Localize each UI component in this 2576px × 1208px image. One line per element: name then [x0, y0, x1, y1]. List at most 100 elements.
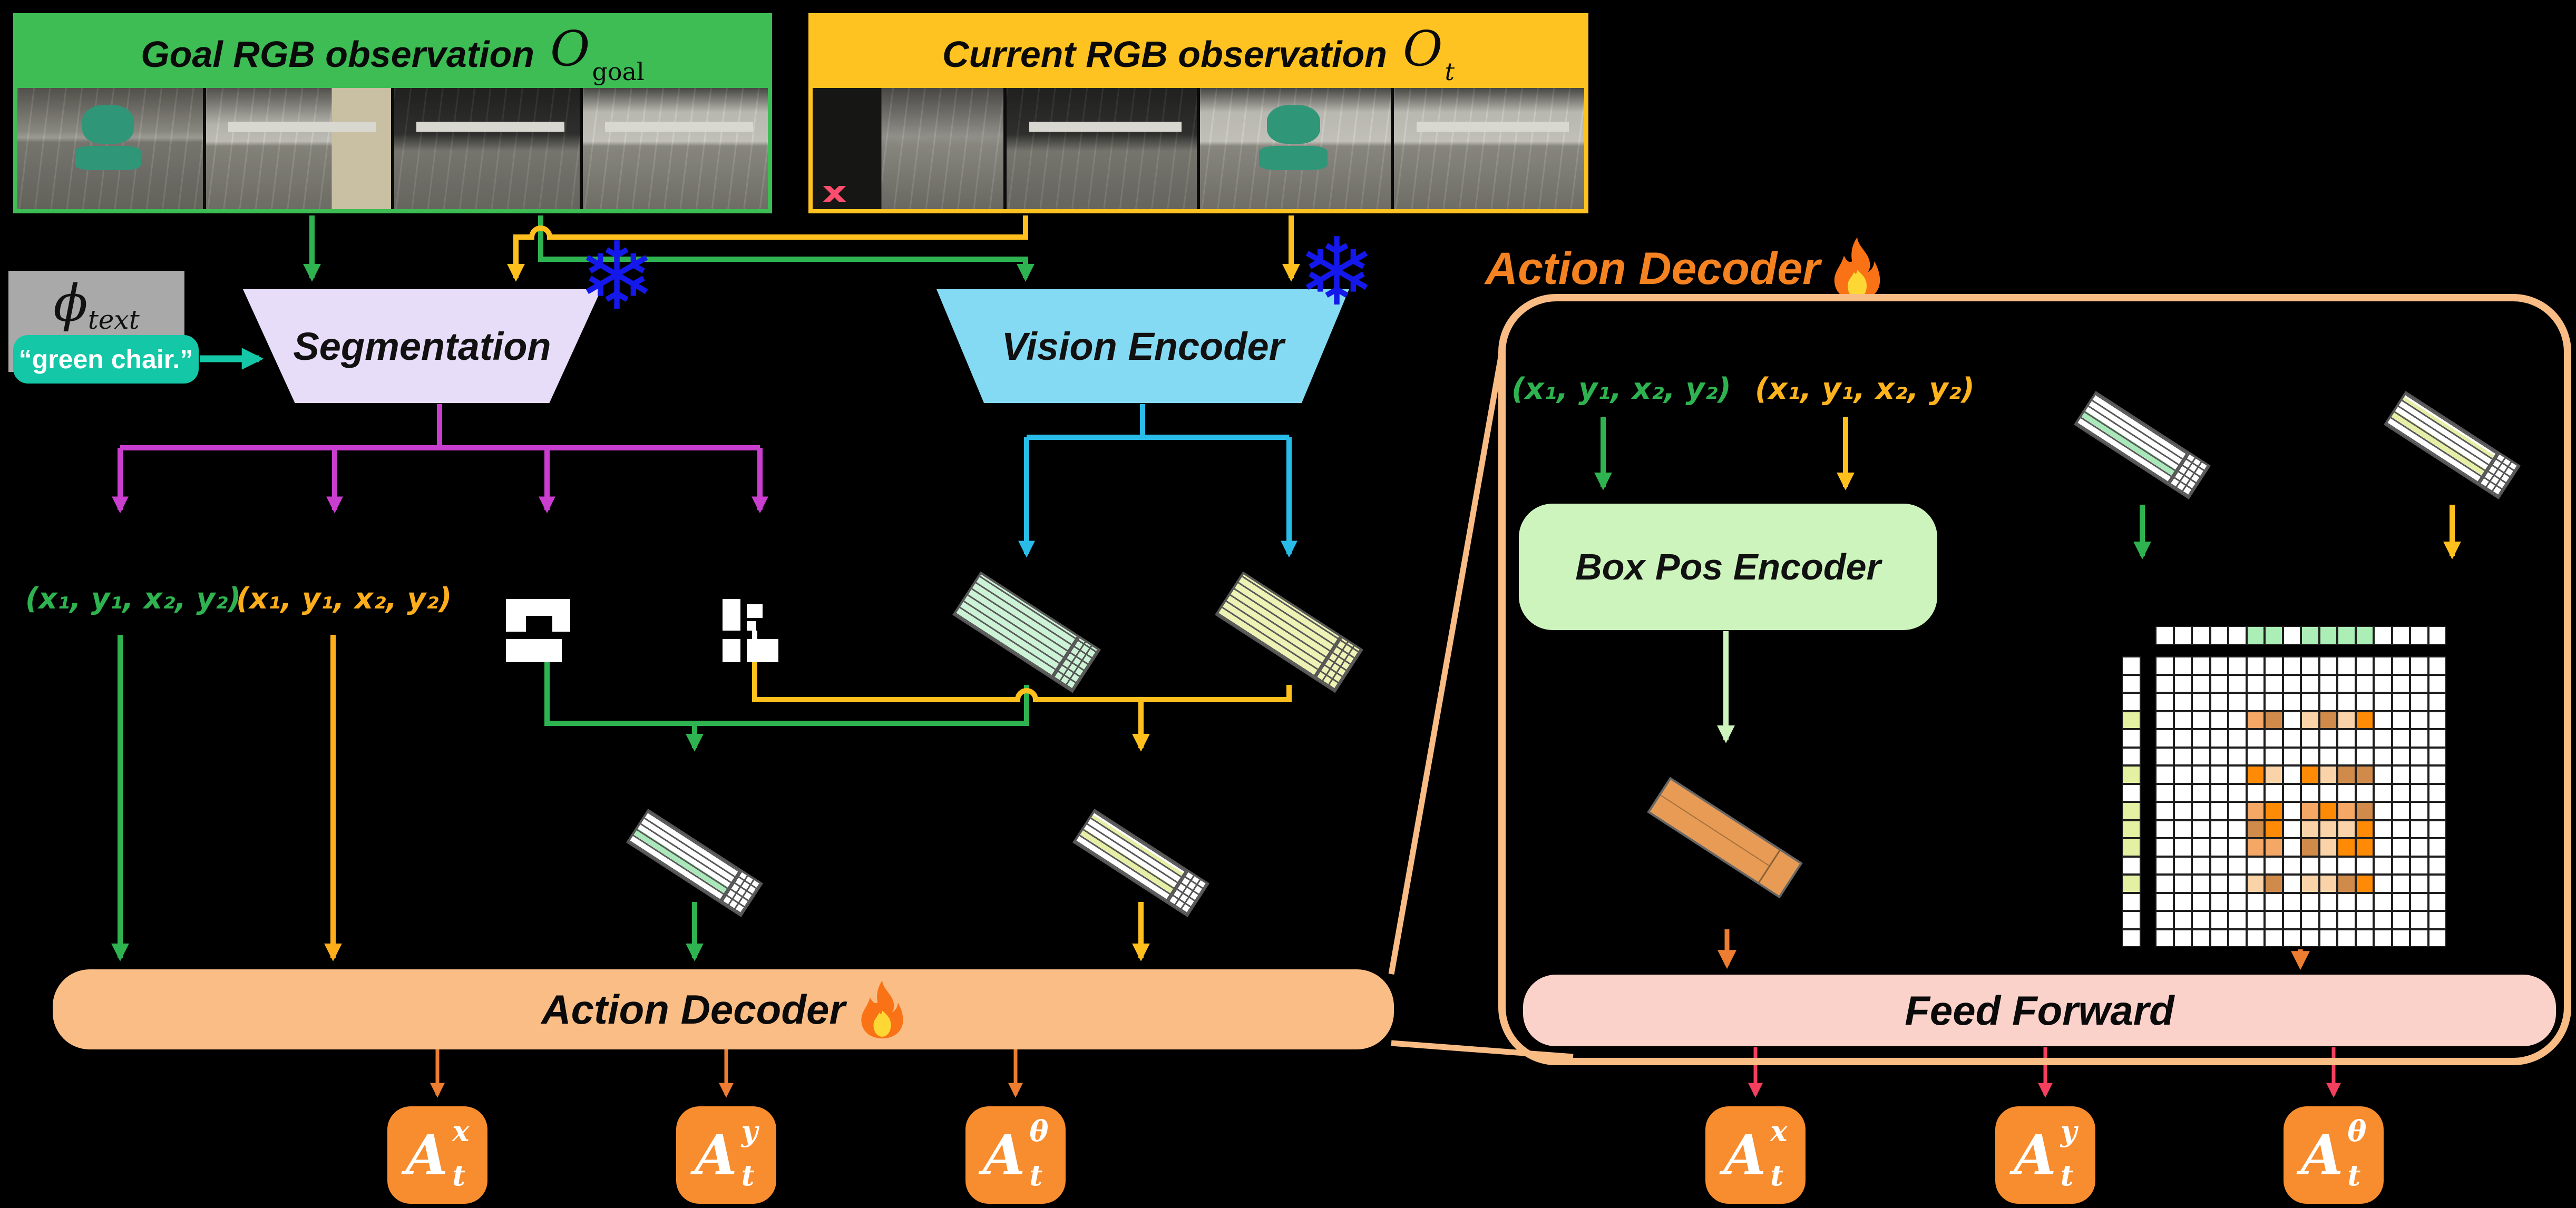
- frozen-snowflake-icon: ❄: [1297, 225, 1376, 319]
- attention-cell: [2392, 838, 2411, 857]
- attention-cell: [2374, 656, 2392, 675]
- attention-cell: [2174, 929, 2192, 948]
- attention-cell: [2210, 893, 2229, 911]
- attention-cell: [2301, 857, 2319, 875]
- action-output-x: A xt: [387, 1106, 487, 1204]
- current-image-4: [1394, 88, 1585, 209]
- attention-cell: [2410, 875, 2428, 893]
- attention-cell: [2155, 765, 2174, 784]
- attention-cell: [2319, 675, 2338, 693]
- attention-goal-token-strip: [2155, 626, 2446, 645]
- attention-cell: [2192, 911, 2210, 929]
- attention-cell: [2192, 802, 2210, 820]
- attention-cell: [2410, 929, 2428, 948]
- phi-subscript: text: [88, 305, 140, 335]
- attention-cell: [2319, 656, 2338, 675]
- attention-cell: [2210, 784, 2229, 802]
- fire-icon: [1832, 236, 1882, 302]
- connector-zoom-top: [1391, 354, 1501, 974]
- box-pos-encoder: Box Pos Encoder: [1519, 504, 1937, 630]
- attention-cell: [2428, 911, 2447, 929]
- attention-cell: [2392, 857, 2411, 875]
- attention-cell: [2228, 693, 2247, 711]
- current-image-2: [1007, 88, 1197, 209]
- frozen-snowflake-icon: ❄: [578, 230, 656, 323]
- attention-cell: [2301, 802, 2319, 820]
- attention-cell: [2428, 857, 2447, 875]
- current-token-cell: [2122, 857, 2141, 875]
- attention-cell: [2410, 838, 2428, 857]
- current-title-text: Current RGB observation: [942, 33, 1387, 75]
- current-token-cell: [2122, 693, 2141, 711]
- attention-cell: [2374, 784, 2392, 802]
- goal-title: Goal RGB observation Ogoal: [13, 21, 772, 88]
- attention-cell: [2265, 911, 2283, 929]
- attention-cell: [2392, 875, 2411, 893]
- attention-current-token-strip: [2122, 656, 2141, 947]
- attention-cell: [2283, 693, 2301, 711]
- panel-action-output-theta: A θt: [2284, 1106, 2384, 1204]
- attention-cell: [2155, 729, 2174, 748]
- attention-cell: [2283, 875, 2301, 893]
- attention-cell: [2428, 929, 2447, 948]
- attention-cell: [2155, 711, 2174, 730]
- attention-cell: [2247, 893, 2265, 911]
- attention-cell: [2228, 911, 2247, 929]
- attention-cell: [2228, 784, 2247, 802]
- attention-cell: [2356, 911, 2374, 929]
- attention-cell: [2319, 729, 2338, 748]
- attention-cell: [2265, 656, 2283, 675]
- attention-cell: [2155, 675, 2174, 693]
- attention-matrix: [2155, 656, 2446, 947]
- attention-cell: [2356, 765, 2374, 784]
- prompt-text: “green chair.”: [19, 344, 193, 375]
- attention-cell: [2428, 765, 2447, 784]
- attention-cell: [2374, 893, 2392, 911]
- attention-cell: [2356, 729, 2374, 748]
- attention-cell: [2210, 675, 2229, 693]
- attention-cell: [2228, 748, 2247, 766]
- attention-cell: [2301, 911, 2319, 929]
- attention-cell: [2410, 857, 2428, 875]
- goal-token-cell: [2337, 626, 2356, 645]
- attention-cell: [2283, 911, 2301, 929]
- goal-token-cell: [2265, 626, 2283, 645]
- attention-cell: [2192, 656, 2210, 675]
- current-token-cell: [2122, 675, 2141, 693]
- current-observation-box: Current RGB observation Ot: [808, 13, 1588, 213]
- attention-cell: [2265, 838, 2283, 857]
- attention-cell: [2265, 729, 2283, 748]
- current-token-cell: [2122, 820, 2141, 839]
- attention-cell: [2283, 857, 2301, 875]
- attention-cell: [2210, 929, 2229, 948]
- attention-cell: [2192, 748, 2210, 766]
- wire-ve-trunk: [1027, 404, 1289, 437]
- attention-cell: [2319, 765, 2338, 784]
- attention-cell: [2356, 893, 2374, 911]
- attention-cell: [2192, 875, 2210, 893]
- attention-cell: [2247, 748, 2265, 766]
- attention-cell: [2337, 820, 2356, 839]
- attention-cell: [2319, 711, 2338, 730]
- attention-cell: [2356, 748, 2374, 766]
- attention-cell: [2210, 875, 2229, 893]
- attention-cell: [2392, 729, 2411, 748]
- attention-cell: [2283, 675, 2301, 693]
- attention-cell: [2374, 765, 2392, 784]
- attention-cell: [2174, 729, 2192, 748]
- goal-mask-icon: [506, 599, 570, 662]
- attention-cell: [2319, 911, 2338, 929]
- attention-cell: [2410, 711, 2428, 730]
- attention-cell: [2210, 748, 2229, 766]
- wire-goal-mask-merge: [547, 662, 1027, 723]
- attention-cell: [2174, 748, 2192, 766]
- attention-cell: [2337, 693, 2356, 711]
- attention-cell: [2428, 656, 2447, 675]
- attention-cell: [2210, 838, 2229, 857]
- attention-cell: [2410, 748, 2428, 766]
- attention-cell: [2410, 820, 2428, 839]
- current-token-cell: [2122, 711, 2141, 730]
- attention-cell: [2192, 693, 2210, 711]
- attention-cell: [2228, 893, 2247, 911]
- attention-cell: [2374, 802, 2392, 820]
